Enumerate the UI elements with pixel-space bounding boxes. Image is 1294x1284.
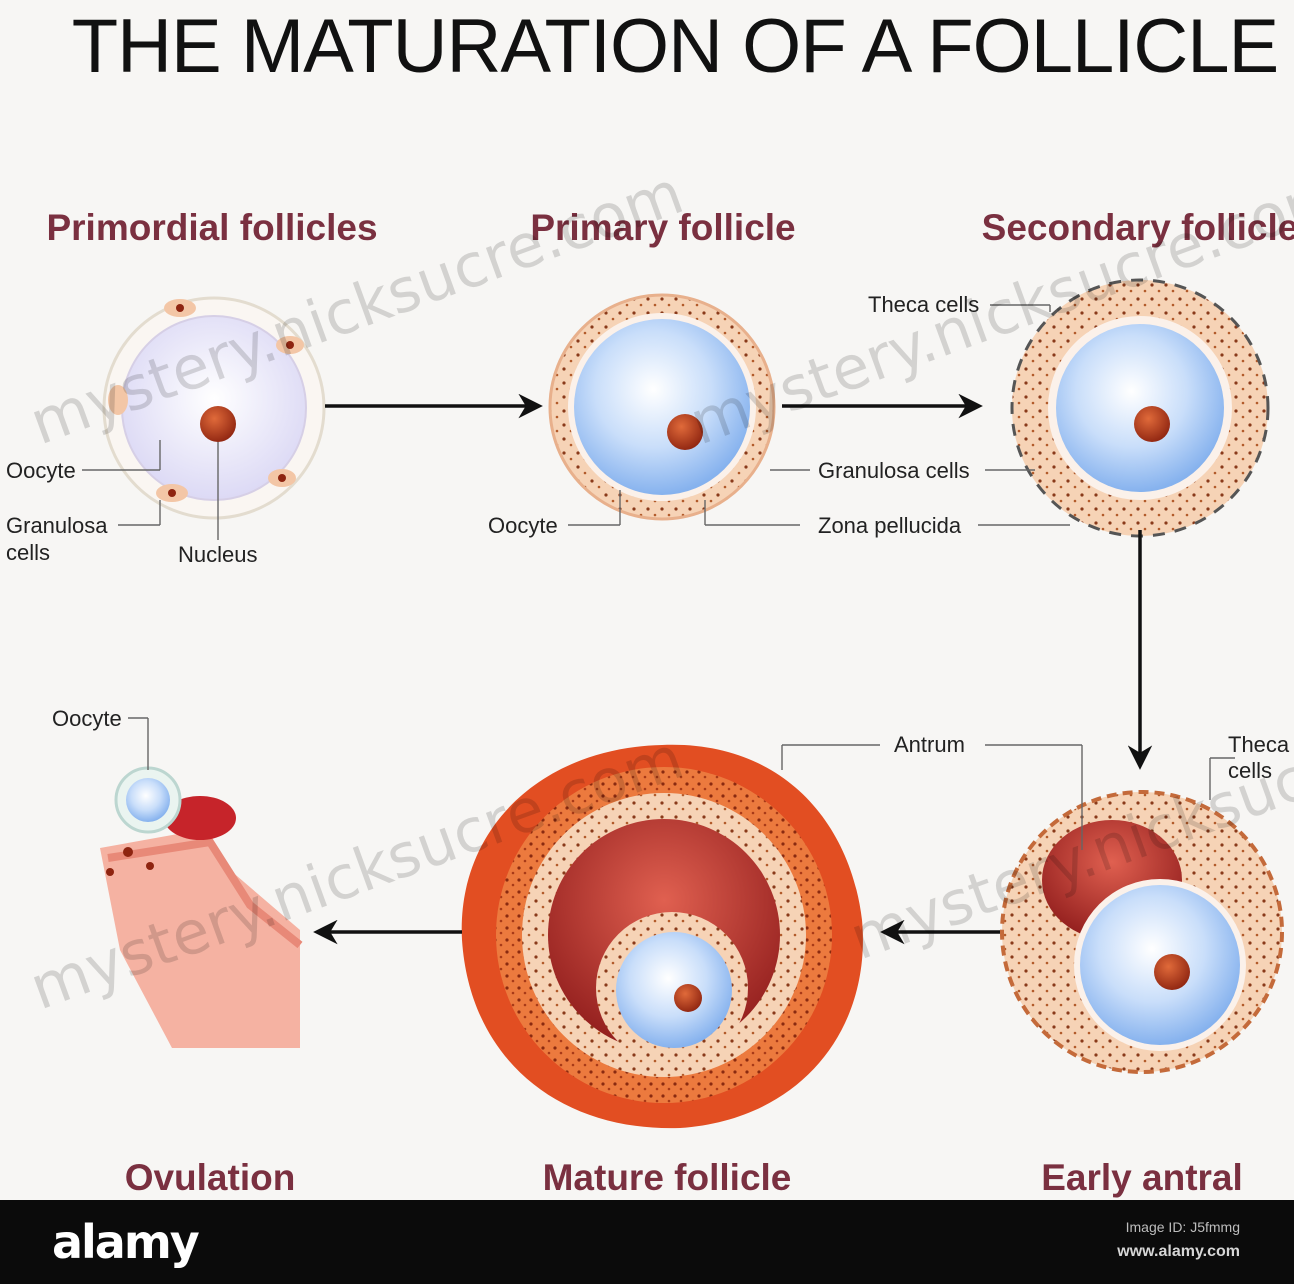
label-nucleus: Nucleus — [178, 542, 257, 567]
label-oocyte-primary: Oocyte — [488, 513, 558, 538]
footer-image-id: Image ID: J5fmmg — [1126, 1219, 1240, 1235]
label-granulosa-primordial-line1: Granulosa — [6, 513, 108, 538]
alamy-logo: alamy — [52, 1215, 200, 1269]
label-ovulation: Ovulation — [125, 1157, 296, 1198]
label-granulosa-cells: Granulosa cells — [818, 458, 970, 483]
label-granulosa-primordial-line2: cells — [6, 540, 50, 565]
label-antrum: Antrum — [894, 732, 965, 757]
label-early-antral: Early antral — [1041, 1157, 1243, 1198]
label-mature-follicle: Mature follicle — [543, 1157, 792, 1198]
diagram-title: THE MATURATION OF A FOLLICLE — [72, 4, 1278, 89]
footer-url: www.alamy.com — [1116, 1243, 1240, 1260]
label-oocyte-primordial: Oocyte — [6, 458, 76, 483]
label-zona-pellucida: Zona pellucida — [818, 513, 962, 538]
label-oocyte-ovulation: Oocyte — [52, 706, 122, 731]
label-primordial-follicles: Primordial follicles — [46, 207, 377, 248]
